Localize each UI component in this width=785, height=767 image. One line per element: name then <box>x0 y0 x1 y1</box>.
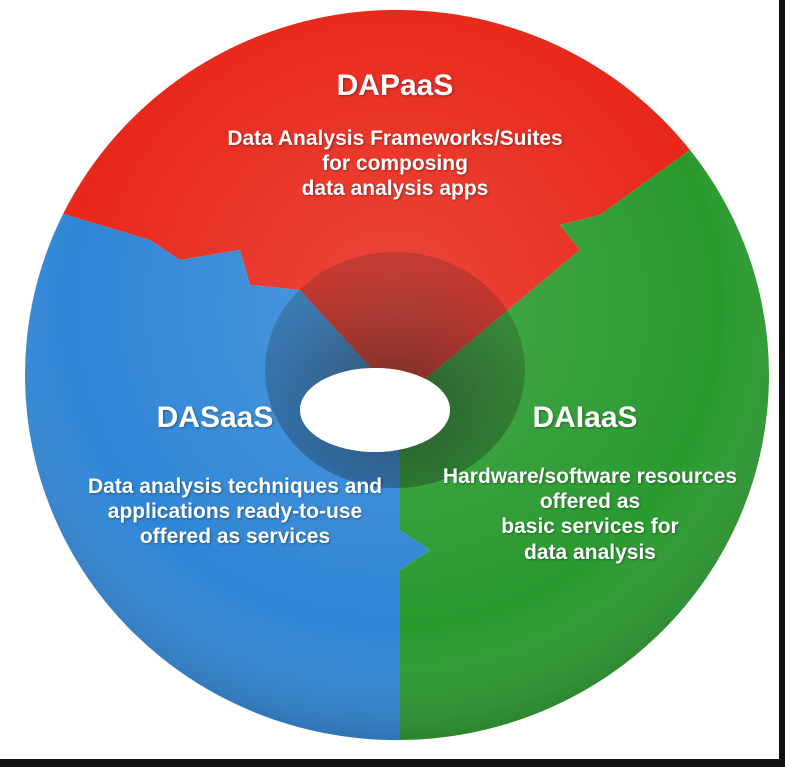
frame-border-bottom <box>0 759 785 767</box>
dasaas-line: applications ready-to-use <box>107 500 363 524</box>
dapaas-line: Data Analysis Frameworks/Suites <box>227 127 563 150</box>
dasaas-line: offered as services <box>139 525 331 549</box>
dapaas-title: DAPaaS <box>336 69 454 102</box>
frame-border-right <box>779 0 785 767</box>
daiaas-label: DAIaaS Hardware/software resources offer… <box>410 400 770 565</box>
dasaas-line: Data analysis techniques and <box>87 475 383 498</box>
dasaas-label: DASaaS Data analysis techniques and appl… <box>50 400 420 550</box>
daiaas-title: DAIaaS <box>532 401 638 434</box>
daiaas-line: data analysis <box>524 540 656 564</box>
dapaas-line: for composing <box>322 152 468 176</box>
dapaas-label: DAPaaS Data Analysis Frameworks/Suites f… <box>180 68 610 202</box>
daiaas-line: basic services for <box>501 515 679 539</box>
daiaas-line: offered as <box>539 490 641 514</box>
dasaas-title: DASaaS <box>156 401 274 434</box>
daiaas-line: Hardware/software resources <box>442 465 738 488</box>
dapaas-line: data analysis apps <box>301 177 489 201</box>
center-hole <box>300 368 450 452</box>
